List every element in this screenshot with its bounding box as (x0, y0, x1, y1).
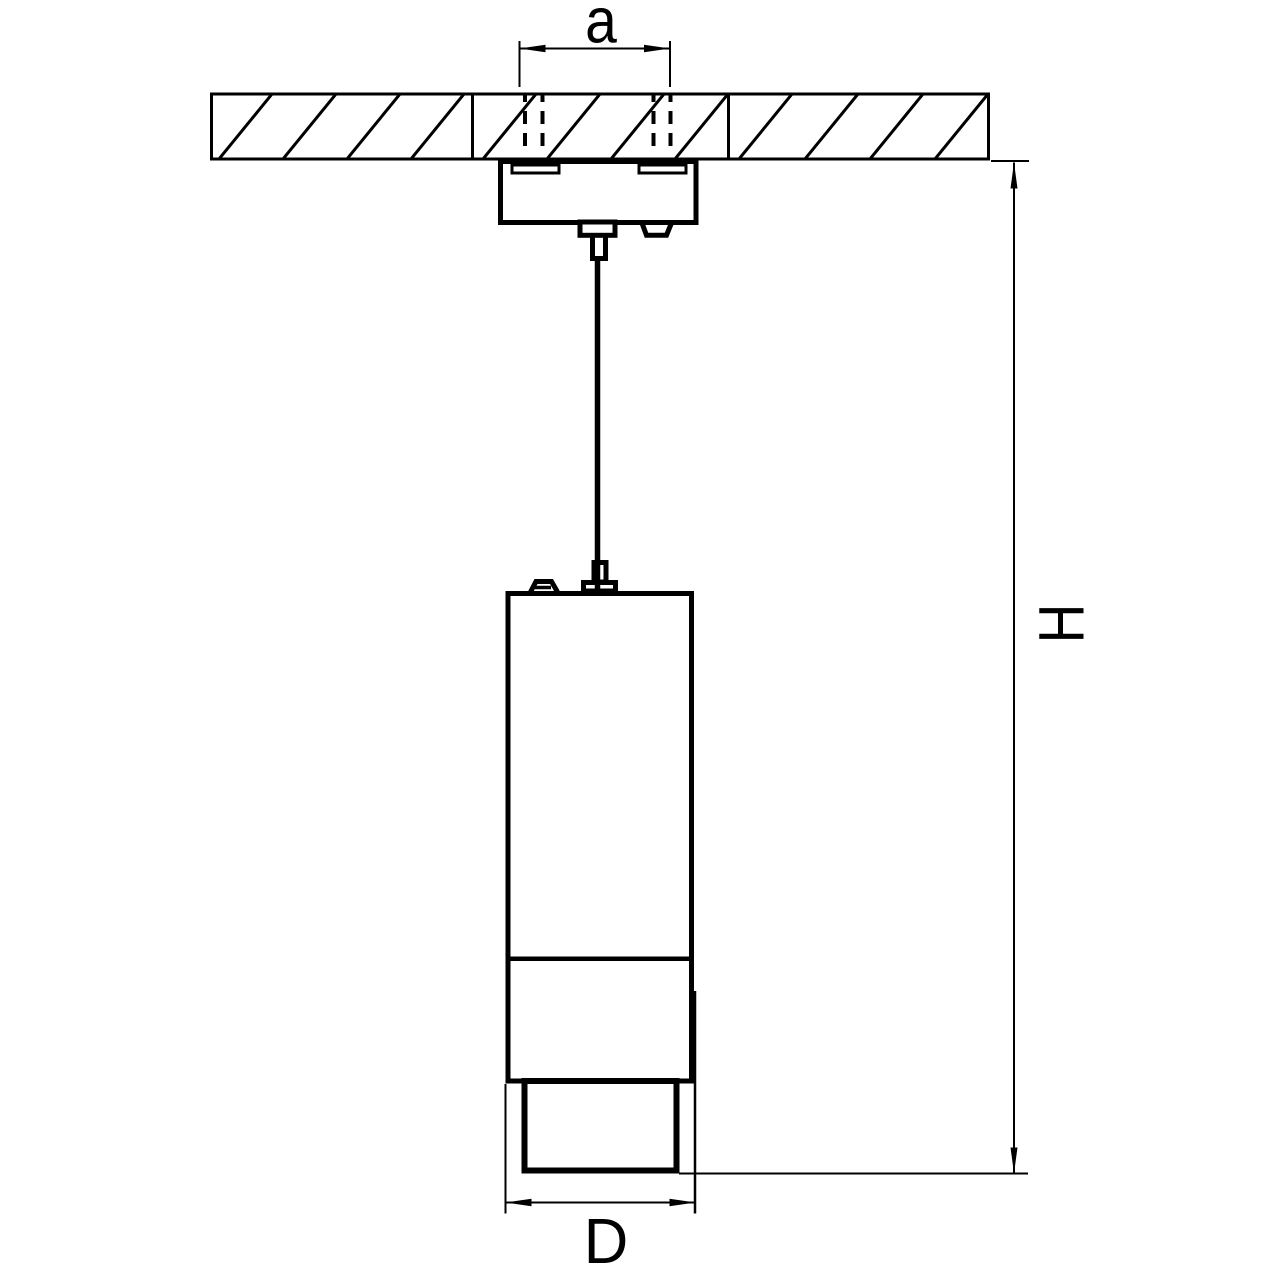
svg-text:a: a (585, 0, 617, 56)
svg-text:D: D (584, 1206, 629, 1277)
svg-text:H: H (1026, 604, 1098, 644)
